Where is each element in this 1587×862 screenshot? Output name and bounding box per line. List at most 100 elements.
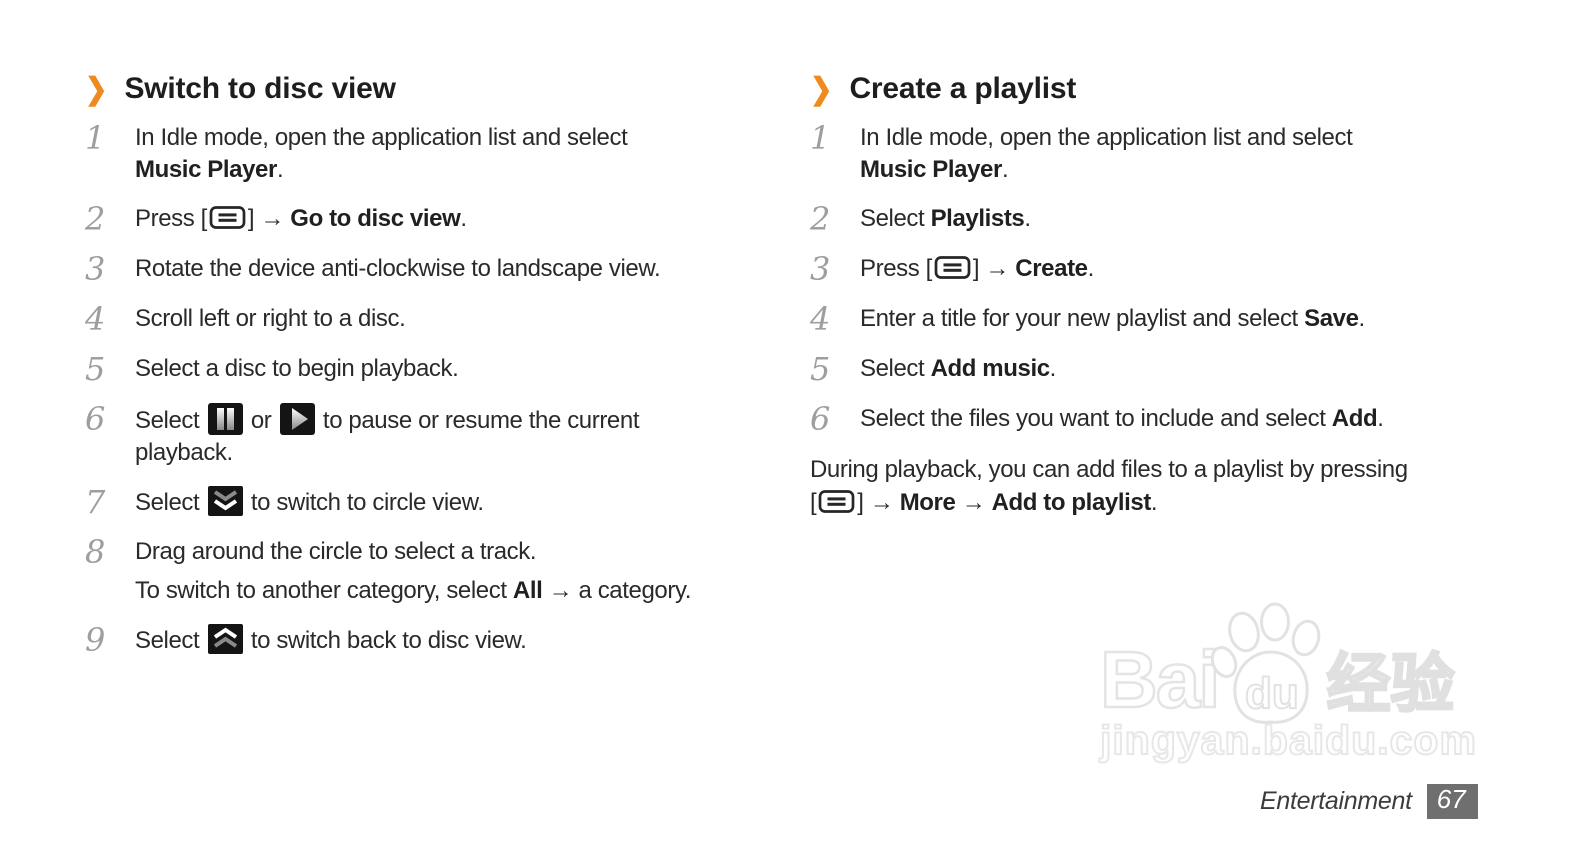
section-heading-text: Switch to disc view <box>124 72 396 105</box>
text-run: [ <box>810 489 817 516</box>
text-line: Press [] → Create. <box>860 253 1094 285</box>
text-run: ] → <box>247 205 291 232</box>
step-text: Select or to pause or resume the current… <box>135 403 640 469</box>
text-line: To switch to another category, select Al… <box>135 575 691 607</box>
step-number: 6 <box>810 400 831 438</box>
text-run: Enter a title for your new playlist and … <box>860 305 1305 332</box>
watermark-bai-text: Bai <box>1099 635 1222 724</box>
section-heading: ❯ Switch to disc view <box>85 72 760 106</box>
text-run: or <box>244 407 278 434</box>
bold-term: Playlists <box>930 205 1025 232</box>
bold-term: Add music <box>930 355 1050 382</box>
text-line: Press [] → Go to disc view. <box>135 203 467 235</box>
section-create-a-playlist: ❯ Create a playlist 1 In Idle mode, open … <box>810 72 1510 519</box>
bold-term: Music Player <box>860 156 1002 183</box>
menu-key-icon <box>209 203 246 235</box>
step-text: Rotate the device anti-clockwise to land… <box>135 253 661 286</box>
step-text: Select Playlists. <box>860 203 1031 236</box>
bold-term: Add <box>1331 405 1378 432</box>
text-run: Select <box>135 407 206 434</box>
menu-key-icon <box>818 486 855 519</box>
text-line: [] → More → Add to playlist. <box>810 486 1510 519</box>
step-item: 5 Select a disc to begin playback. <box>85 353 760 386</box>
step-text: Select to switch back to disc view. <box>135 624 527 657</box>
step-text: Select Add music. <box>860 353 1056 386</box>
step-item: 4 Scroll left or right to a disc. <box>85 303 760 336</box>
text-run: Scroll left or right to a disc. <box>135 305 406 332</box>
text-run: . <box>276 156 284 183</box>
page-number-badge: 67 <box>1426 784 1478 819</box>
section-heading-text: Create a playlist <box>849 72 1077 105</box>
section-heading: ❯ Create a playlist <box>810 72 1510 106</box>
text-line: In Idle mode, open the application list … <box>135 122 628 154</box>
watermark-logo: Bai du 经验 <box>1099 600 1490 724</box>
text-run: . <box>1049 355 1057 382</box>
text-line: Select a disc to begin playback. <box>135 353 459 385</box>
step-number: 4 <box>85 300 106 338</box>
step-text: Select the files you want to include and… <box>860 403 1384 436</box>
step-number: 2 <box>85 200 106 238</box>
text-run: → a category. <box>542 577 692 604</box>
bold-term: Music Player <box>135 156 277 183</box>
text-line: During playback, you can add files to a … <box>810 453 1510 486</box>
text-run: . <box>1358 305 1366 332</box>
step-number: 5 <box>810 350 831 388</box>
bold-term: Save <box>1304 305 1359 332</box>
step-text: Drag around the circle to select a track… <box>135 536 691 607</box>
step-item: 2 Press [] → Go to disc view. <box>85 203 760 236</box>
text-run: Drag around the circle to select a track… <box>135 538 537 565</box>
text-line: Rotate the device anti-clockwise to land… <box>135 253 661 285</box>
text-line: Drag around the circle to select a track… <box>135 536 691 568</box>
text-run: . <box>1087 255 1095 282</box>
footer-section-label: Entertainment <box>1260 786 1412 815</box>
text-run: . <box>1001 156 1009 183</box>
text-line: Select Playlists. <box>860 203 1031 235</box>
page-footer: Entertainment 67 <box>1260 784 1478 819</box>
text-run: Select the files you want to include and… <box>860 405 1332 432</box>
step-text: Press [] → Go to disc view. <box>135 203 467 236</box>
watermark-du-text: du <box>1245 669 1299 718</box>
step-text: Scroll left or right to a disc. <box>135 303 406 336</box>
chevron-bullet-icon: ❯ <box>810 71 833 106</box>
text-run: to switch back to disc view. <box>244 627 527 654</box>
step-text: Select to switch to circle view. <box>135 486 484 519</box>
paw-icon: du <box>1210 602 1320 724</box>
bold-term: More <box>899 489 956 516</box>
text-line: Select to switch to circle view. <box>135 486 484 519</box>
text-run: Rotate the device anti-clockwise to land… <box>135 255 661 282</box>
text-line: Music Player. <box>860 154 1352 186</box>
text-run: to pause or resume the current <box>316 407 640 434</box>
step-item: 1 In Idle mode, open the application list… <box>810 122 1510 186</box>
chevron-bullet-icon: ❯ <box>85 71 108 106</box>
bold-term: All <box>512 577 543 604</box>
step-number: 3 <box>85 250 106 288</box>
step-number: 1 <box>810 119 831 157</box>
step-text: Press [] → Create. <box>860 253 1094 286</box>
text-run: . <box>1150 489 1158 516</box>
text-line: Select to switch back to disc view. <box>135 624 527 657</box>
text-line: Select or to pause or resume the current <box>135 403 640 437</box>
text-run: . <box>460 205 467 232</box>
double-chevron-down-icon <box>207 486 243 519</box>
step-item: 3 Rotate the device anti-clockwise to lan… <box>85 253 760 286</box>
double-chevron-up-icon <box>207 624 243 657</box>
text-line: Scroll left or right to a disc. <box>135 303 406 335</box>
step-item: 5 Select Add music. <box>810 353 1510 386</box>
step-number: 5 <box>85 350 106 388</box>
step-text: In Idle mode, open the application list … <box>135 122 628 186</box>
text-run: ] → <box>972 255 1016 282</box>
watermark-url: jingyan.baidu.com <box>1099 717 1477 763</box>
text-run: ] → <box>857 489 900 516</box>
text-run: In Idle mode, open the application list … <box>860 124 1353 151</box>
text-run: playback. <box>135 439 233 466</box>
steps-list: 1 In Idle mode, open the application list… <box>810 122 1510 436</box>
text-line: Enter a title for your new playlist and … <box>860 303 1365 335</box>
step-text: Select a disc to begin playback. <box>135 353 459 386</box>
text-run: Select <box>860 355 931 382</box>
